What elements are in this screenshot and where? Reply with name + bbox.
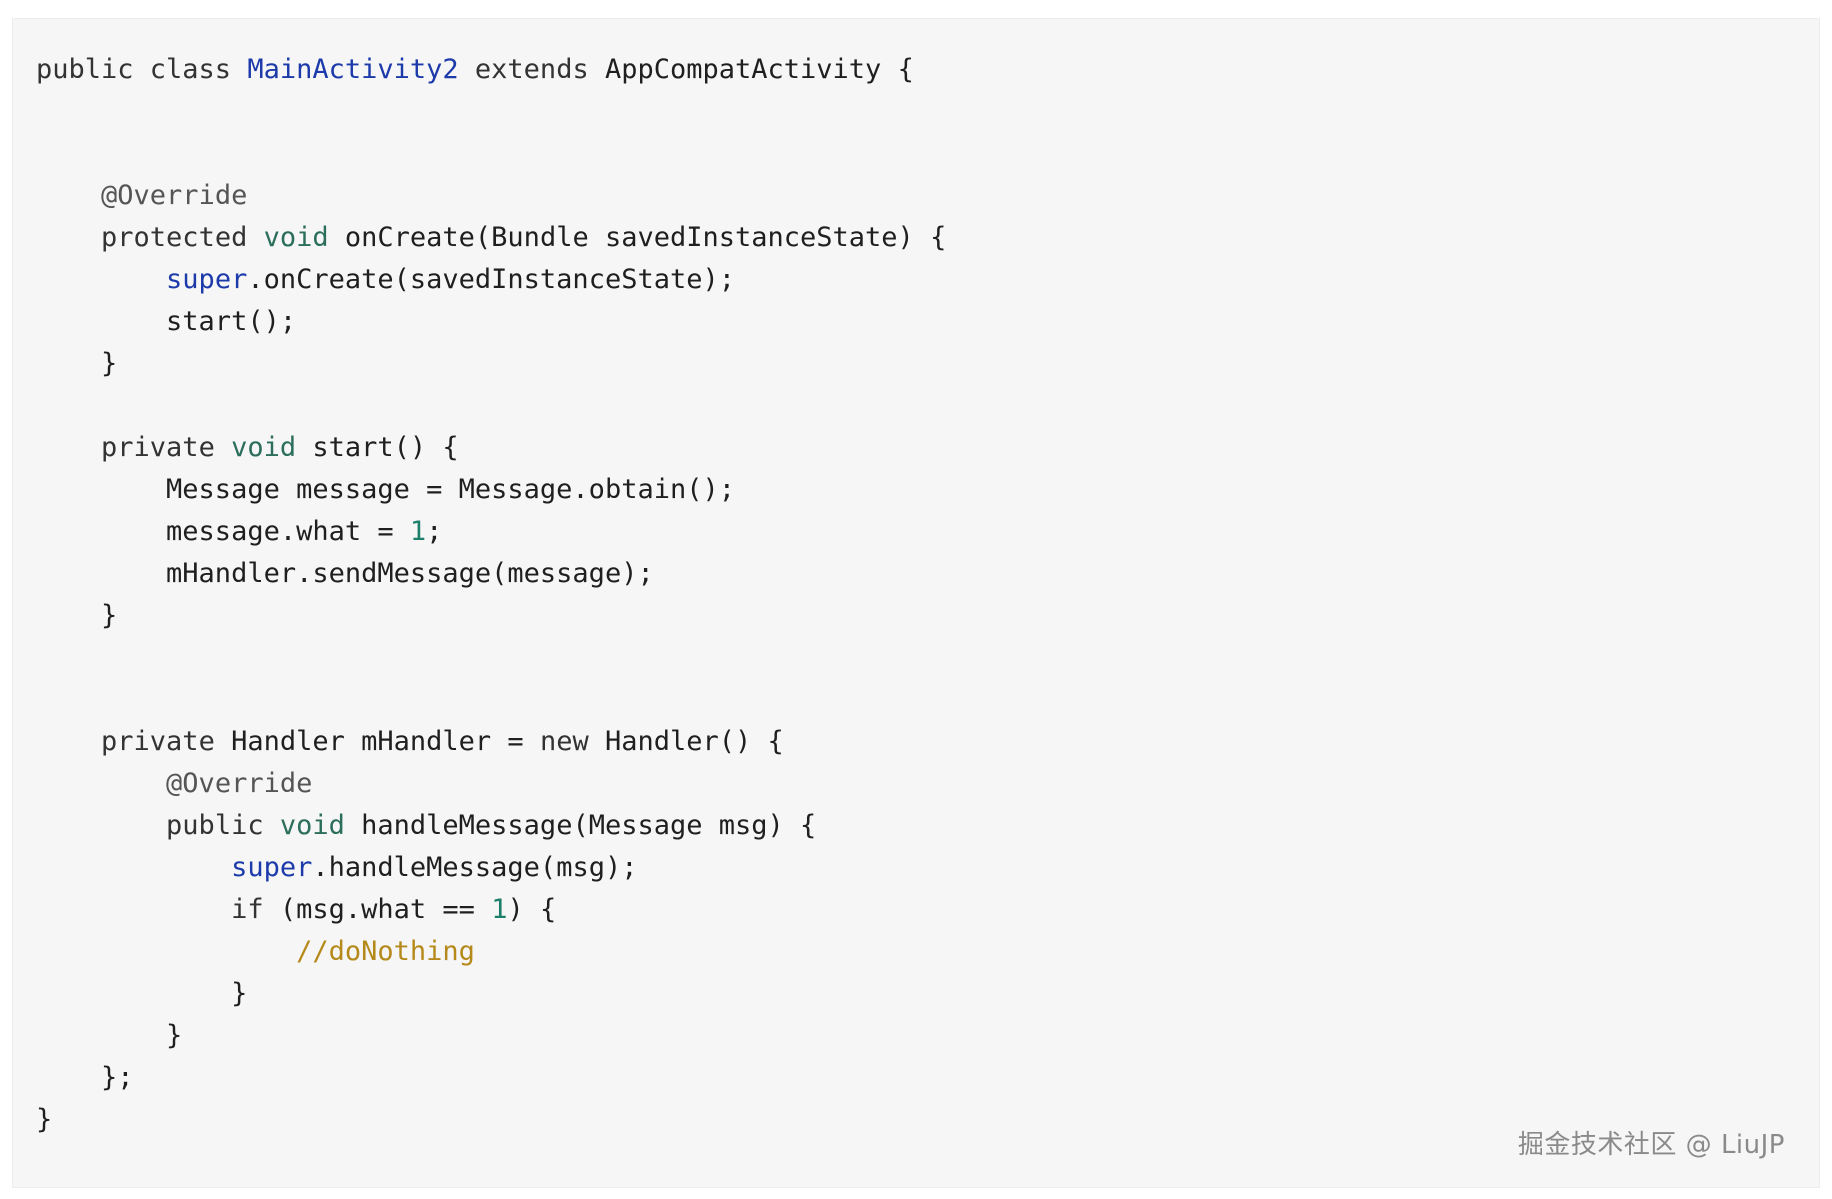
code-token: .handleMessage(msg); <box>312 852 638 883</box>
code-token <box>36 222 101 253</box>
code-token: } <box>36 1020 183 1051</box>
code-line: //doNothing <box>36 931 946 973</box>
code-line: message.what = 1; <box>36 511 946 553</box>
code-line <box>36 385 946 427</box>
code-token: void <box>279 810 362 841</box>
code-token: ) { <box>507 894 557 925</box>
code-block: public class MainActivity2 extends AppCo… <box>12 18 1820 1188</box>
code-token: super <box>166 264 248 295</box>
code-token: (msg.what == <box>279 894 492 925</box>
code-token: new <box>539 726 605 757</box>
code-token: public <box>166 810 280 841</box>
code-line: } <box>36 1015 946 1057</box>
code-token: @Override <box>101 180 248 211</box>
code-token <box>36 768 166 799</box>
code-token: public class <box>36 54 248 85</box>
code-token: } <box>36 600 118 631</box>
code-token: mHandler.sendMessage(message); <box>36 558 654 589</box>
code-token: void <box>231 432 313 463</box>
code-line <box>36 637 946 679</box>
code-line: super.handleMessage(msg); <box>36 847 946 889</box>
code-line: public void handleMessage(Message msg) { <box>36 805 946 847</box>
code-token: AppCompatActivity { <box>604 54 914 85</box>
code-line <box>36 679 946 721</box>
code-token: ; <box>426 516 443 547</box>
code-token: super <box>231 852 313 883</box>
code-token <box>36 264 166 295</box>
code-token: } <box>36 978 248 1009</box>
code-token: 1 <box>491 894 508 925</box>
code-token: private <box>101 726 232 757</box>
code-token: private <box>101 432 232 463</box>
code-token: handleMessage(Message msg) { <box>361 810 817 841</box>
code-token: start(); <box>36 306 297 337</box>
code-token: protected <box>101 222 264 253</box>
code-line: } <box>36 1099 946 1141</box>
code-token <box>36 432 101 463</box>
code-token: }; <box>36 1062 134 1093</box>
code-line <box>36 91 946 133</box>
code-token: extends <box>458 54 605 85</box>
code-token: Handler mHandler = <box>231 726 540 757</box>
code-line: @Override <box>36 763 946 805</box>
code-token: } <box>36 1104 53 1135</box>
code-line: start(); <box>36 301 946 343</box>
code-line <box>36 133 946 175</box>
code-line: mHandler.sendMessage(message); <box>36 553 946 595</box>
code-token <box>36 936 296 967</box>
code-token <box>36 180 101 211</box>
code-token: void <box>263 222 345 253</box>
code-token: } <box>36 348 118 379</box>
code-token: @Override <box>166 768 313 799</box>
code-token: .onCreate(savedInstanceState); <box>247 264 735 295</box>
code-token: MainActivity2 <box>247 54 459 85</box>
code-token <box>36 726 101 757</box>
code-line: Message message = Message.obtain(); <box>36 469 946 511</box>
code-line: } <box>36 595 946 637</box>
watermark-text: 掘金技术社区 @ LiuJP <box>1517 1130 1785 1160</box>
code-token: message.what = <box>36 516 410 547</box>
code-token: if <box>231 894 280 925</box>
code-token <box>36 852 231 883</box>
code-token <box>36 894 231 925</box>
code-line: } <box>36 343 946 385</box>
code-line: @Override <box>36 175 946 217</box>
code-line: super.onCreate(savedInstanceState); <box>36 259 946 301</box>
code-token: start() { <box>312 432 459 463</box>
code-token: 1 <box>409 516 427 547</box>
code-line: private void start() { <box>36 427 946 469</box>
code-token: Message message = Message.obtain(); <box>36 474 735 505</box>
code-token: onCreate(Bundle savedInstanceState) { <box>344 222 947 253</box>
code-line: protected void onCreate(Bundle savedInst… <box>36 217 946 259</box>
code-line: public class MainActivity2 extends AppCo… <box>36 49 946 91</box>
code-line: }; <box>36 1057 946 1099</box>
code-line: if (msg.what == 1) { <box>36 889 946 931</box>
code-line: } <box>36 973 946 1015</box>
code-listing: public class MainActivity2 extends AppCo… <box>36 49 946 1141</box>
code-line: private Handler mHandler = new Handler()… <box>36 721 946 763</box>
code-token: Handler() { <box>604 726 784 757</box>
code-token: //doNothing <box>296 936 475 967</box>
code-token <box>36 810 166 841</box>
